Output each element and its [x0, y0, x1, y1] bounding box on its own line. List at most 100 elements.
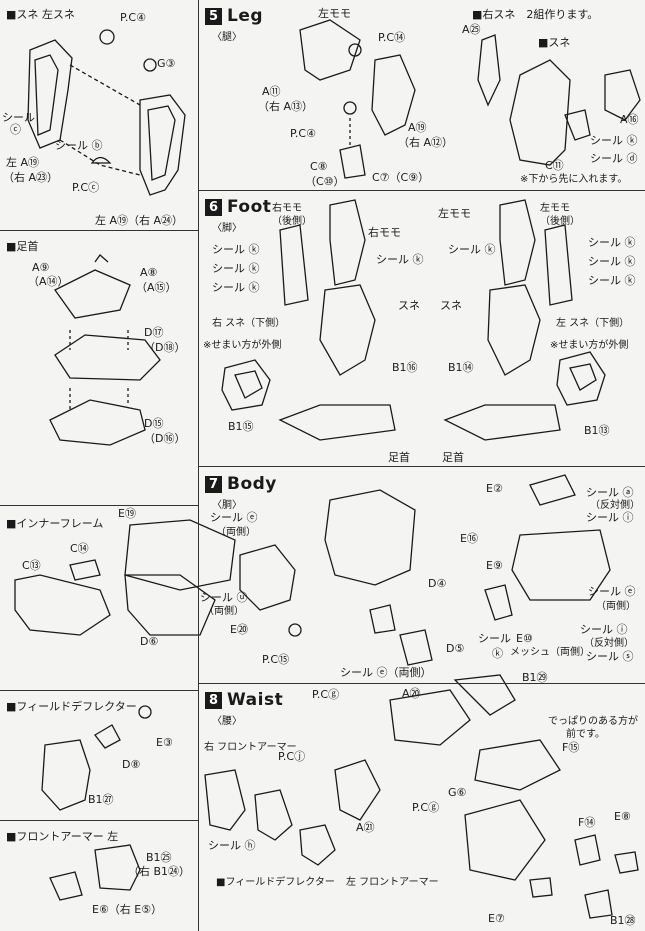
step-number: 8 — [205, 691, 222, 709]
part-label: P.C④ — [120, 11, 146, 24]
step-number: 6 — [205, 198, 222, 216]
part-label: （右 A⑬） — [258, 100, 314, 113]
part-label: 足首 — [388, 451, 410, 464]
row-divider — [198, 683, 645, 684]
part-label: シール ⓓ — [590, 152, 638, 165]
part-label: P.C⑮ — [262, 653, 290, 666]
part-label: （反対側） — [590, 500, 640, 511]
section-subtitle: 〈脚〉 — [212, 223, 242, 234]
part-label: B1⑬ — [584, 424, 610, 437]
part-label: ■フィールドデフレクター — [216, 877, 335, 888]
note-text: ※せまい方が外側 — [203, 340, 282, 351]
row-divider — [0, 820, 198, 821]
part-label: B1㉕ — [146, 851, 172, 864]
step-number: 5 — [205, 7, 222, 25]
front-armor-header: ■フロントアーマー 左 — [6, 830, 119, 843]
part-label: シール ⓤ — [200, 591, 248, 604]
part-label: 左モモ — [318, 7, 351, 20]
part-label: 右 フロントアーマー — [204, 742, 297, 753]
part-label: （右 A⑫） — [398, 136, 454, 149]
part-label: B1⑯ — [392, 361, 418, 374]
part-label: 左 スネ（下側） — [556, 318, 630, 329]
part-label: A⑲ — [408, 121, 427, 134]
part-label: シール — [2, 111, 35, 124]
part-label: 右モモ — [368, 226, 401, 239]
part-label: （A⑭） — [28, 275, 69, 288]
ashikubi-header: ■足首 — [6, 240, 39, 253]
part-label: G⑥ — [448, 786, 467, 799]
part-label: （D⑯） — [144, 432, 186, 445]
part-label: E⑦ — [488, 912, 505, 925]
section-title: Leg — [227, 6, 264, 26]
row-divider — [0, 690, 198, 691]
part-label: B1⑭ — [448, 361, 474, 374]
part-label: 左 A⑲（右 A㉔） — [95, 214, 184, 227]
sune-header: ■スネ 左スネ — [6, 8, 75, 21]
part-label: スネ — [440, 299, 462, 312]
part-label: B1㉗ — [88, 793, 114, 806]
part-label: D⑮ — [144, 417, 164, 430]
part-label: D⑥ — [140, 635, 159, 648]
section-title: Body — [227, 474, 277, 494]
part-label: P.Cⓒ — [72, 181, 100, 194]
part-label: E⑥（右 E⑤） — [92, 903, 163, 916]
column-divider — [198, 0, 199, 931]
part-label: メッシュ（両側） — [510, 647, 590, 658]
part-label: シール ⓚ — [376, 253, 424, 266]
part-label: シール ⓗ — [208, 839, 256, 852]
part-label: 足首 — [442, 451, 464, 464]
part-label: シール ⓔ — [588, 585, 636, 598]
row-divider — [198, 190, 645, 191]
part-label: （右 B1㉔） — [128, 865, 191, 878]
part-label: スネ — [398, 299, 420, 312]
part-label: P.C⑭ — [378, 31, 406, 44]
part-label: E⑧ — [614, 810, 631, 823]
part-label: C⑧ — [310, 160, 328, 173]
part-label: P.Cⓖ — [312, 688, 340, 701]
note-text: 前です。 — [566, 729, 605, 740]
section-subtitle: 〈胴〉 — [212, 500, 242, 511]
part-label: A⑯ — [620, 113, 639, 126]
part-label: E③ — [156, 736, 173, 749]
part-label: （両側） — [216, 527, 256, 538]
part-label: C⑪ — [545, 159, 564, 172]
part-label: P.C④ — [290, 127, 316, 140]
part-label: シール ⓚ — [588, 236, 636, 249]
row-divider — [198, 466, 645, 467]
part-label: A⑳ — [402, 687, 421, 700]
part-label: D⑧ — [122, 758, 141, 771]
note-text: ※下から先に入れます。 — [520, 174, 628, 185]
part-label: シール ⓚ — [588, 255, 636, 268]
part-label: シール — [478, 632, 511, 645]
part-label: E⑨ — [486, 559, 503, 572]
part-label: 左モモ — [438, 207, 471, 220]
part-label: シール ⓘ — [580, 623, 628, 636]
part-label: （後側） — [272, 216, 312, 227]
part-label: 右モモ — [272, 203, 302, 214]
part-label: E② — [486, 482, 503, 495]
part-label: D⑰ — [144, 326, 164, 339]
part-label: シール ⓚ — [590, 134, 638, 147]
part-label: シール ⓚ — [588, 274, 636, 287]
part-label: （両側） — [596, 601, 636, 612]
part-label: A⑨ — [32, 261, 50, 274]
part-label: 左モモ — [540, 203, 570, 214]
part-label: 左 フロントアーマー — [346, 877, 439, 888]
part-label: E⑩ — [516, 632, 533, 645]
part-label: E⑯ — [460, 532, 478, 545]
part-label: シール ⓑ — [55, 139, 103, 152]
part-label: シール ⓚ — [448, 243, 496, 256]
part-label: （後側） — [540, 216, 580, 227]
part-label: 左 A⑲ — [6, 156, 40, 169]
part-label: ■スネ — [538, 36, 571, 49]
part-label: シール ⓘ — [586, 511, 634, 524]
part-label: シール ⓔ（両側） — [340, 666, 432, 679]
note-text: でっぱりのある方が — [548, 716, 638, 727]
field-deflector-header: ■フィールドデフレクター — [6, 700, 137, 713]
section-body: 7 Body — [205, 474, 277, 494]
part-label: シール ⓚ — [212, 281, 260, 294]
part-label: G③ — [157, 57, 176, 70]
part-label: （両側） — [204, 606, 244, 617]
row-divider — [0, 230, 198, 231]
